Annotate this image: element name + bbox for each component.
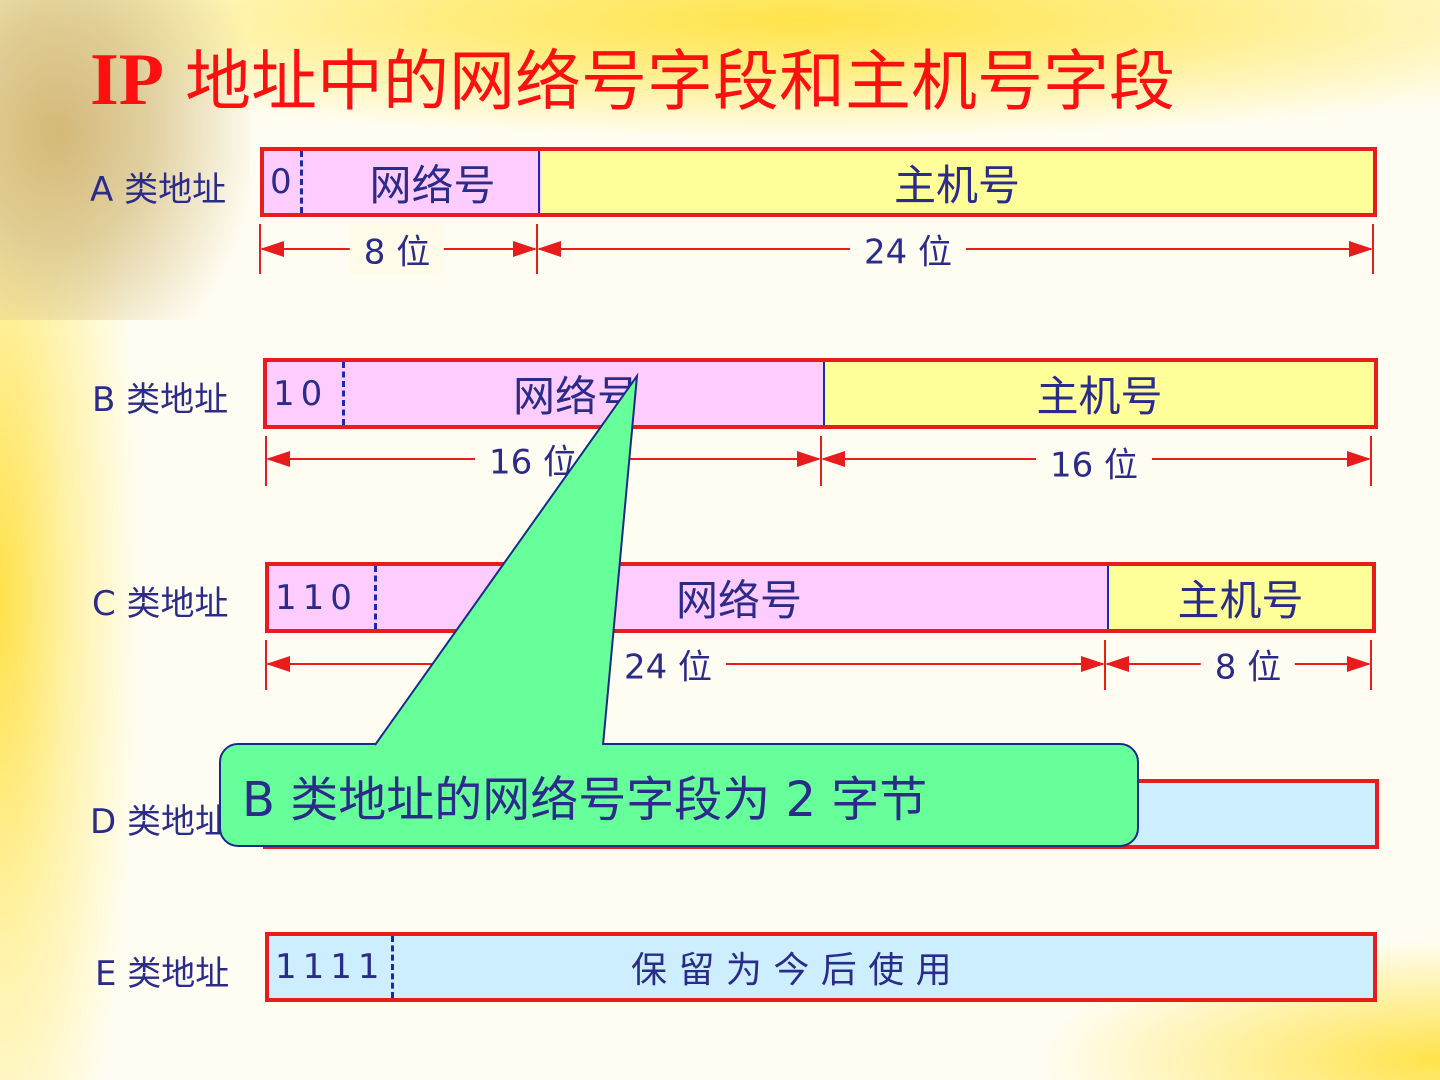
- slide-title: IP 地址中的网络号字段和主机号字段: [90, 39, 1175, 121]
- class-b-label: B 类地址: [92, 380, 229, 420]
- class-c-bar: 网络号 主机号 110: [265, 562, 1376, 633]
- divider: [391, 936, 394, 998]
- dim-a-net: 8 位: [349, 224, 445, 274]
- class-c-host: 主机号: [1109, 566, 1372, 629]
- class-e-reserved: 保 留 为 今 后 使 用: [631, 950, 952, 991]
- divider: [823, 362, 825, 425]
- class-a-host: 主机号: [541, 151, 1373, 213]
- class-e-bar: 1111 保 留 为 今 后 使 用: [265, 932, 1377, 1002]
- class-a-bits: 0: [270, 162, 298, 202]
- dim-c-host: 8 位: [1200, 639, 1296, 689]
- class-c-label: C 类地址: [92, 584, 229, 624]
- dim-b-host: 16 位: [1035, 437, 1153, 487]
- divider: [342, 362, 345, 425]
- class-c-network: 网络号: [269, 566, 1109, 629]
- divider: [300, 151, 303, 213]
- building-photo: [0, 0, 250, 320]
- class-c-bits: 110: [275, 577, 358, 618]
- class-b-host: 主机号: [825, 362, 1374, 425]
- class-e-label: E 类地址: [95, 954, 230, 994]
- dim-c-net: 24 位: [609, 639, 727, 689]
- callout-text: B 类地址的网络号字段为 2 字节: [242, 772, 928, 828]
- class-d-label: D 类地址: [90, 802, 229, 842]
- class-e-bits: 1111: [275, 947, 386, 987]
- divider: [538, 151, 540, 213]
- class-a-bar: 网络号 主机号 0: [260, 147, 1377, 217]
- class-a-network: 网络号: [264, 151, 541, 213]
- class-b-bits: 10: [273, 373, 329, 414]
- class-a-label: A 类地址: [90, 170, 227, 210]
- divider: [374, 566, 377, 629]
- dim-a-host: 24 位: [849, 224, 967, 274]
- divider: [1107, 566, 1109, 629]
